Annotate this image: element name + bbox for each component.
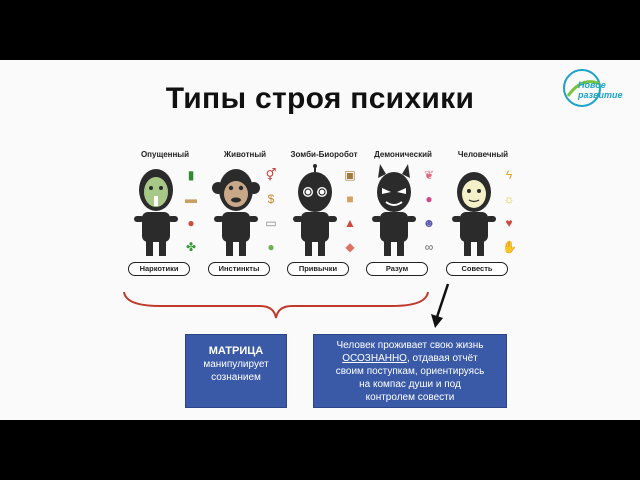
figure-icons: ❦ ● ☻ ∞ [422,168,438,264]
conscious-box: Человек проживает свою жизнь ОСОЗНАННО, … [314,335,506,407]
smoke-icon: ▬ [185,192,197,206]
conscious-line4: на компас души и под [359,379,461,390]
fire-icon: ▲ [344,216,356,230]
figure-name: Опущенный [140,150,190,159]
logo-line2: развитие [578,90,623,100]
brace-icon [123,291,429,319]
mask-icon: ☻ [422,216,436,230]
figure-icons: ▣ ■ ▲ ◆ [343,168,359,264]
conscious-emphasis: ОСОЗНАННО [342,353,407,364]
gender-icon: ⚥ [265,168,277,182]
figure-label: Наркотики [128,262,190,276]
figure-label: Разум [366,262,428,276]
logo-line1: Новое [578,80,606,90]
brain-icon: ❦ [423,168,435,182]
handcuffs-icon: ∞ [424,240,434,254]
lightning-icon: ϟ [505,168,513,182]
conscious-line3: своим поступкам, ориентируясь [335,366,485,377]
logo-icon [563,69,601,107]
heart-icon: ♥ [505,216,513,230]
conscious-line1: Человек проживает свою жизнь [336,340,484,351]
monkey-figure-icon [212,169,260,256]
figure-icons: ϟ ☼ ♥ ✋ [502,168,518,264]
figure-label: Совесть [446,262,508,276]
leaf-icon: ✤ [185,240,197,254]
logo-text: Новое развитие [578,80,638,100]
matrix-line2: манипулирует [203,359,269,370]
money-icon: $ [267,192,275,206]
degraded-figure-icon [134,169,178,256]
arrow-down-icon [431,283,450,328]
matrix-line1: МАТРИЦА [208,345,264,357]
apple-icon: ● [267,240,275,254]
sun-icon: ☼ [503,192,515,206]
pills-icon: ● [187,216,195,230]
fish-icon: ◆ [345,240,355,254]
demon-figure-icon [372,164,416,256]
slide: Типы строя психики Новое развитие Опущен… [0,60,640,420]
zombie-figure-icon [293,164,337,256]
figure-label: Привычки [287,262,349,276]
figure-name: Демонический [374,150,432,159]
conscious-line2: ОСОЗНАННО, отдавая отчёт [320,352,500,365]
figure-icons: ⚥ $ ▭ ● [264,168,280,264]
tv-icon: ▣ [344,168,356,182]
conscious-line2-rest: , отдавая отчёт [406,353,478,364]
figure-label: Инстинкты [208,262,270,276]
figure-name: Человечный [457,150,509,159]
hand-icon: ✋ [502,240,517,254]
figure-name: Зомби-Биоробот [290,150,358,159]
figure-name: Животный [223,150,267,159]
figure-icons: ▮ ▬ ● ✤ [184,168,200,264]
human-figure-icon [452,172,496,256]
lightbulb-icon: ● [425,192,433,206]
matrix-line3: сознанием [211,372,261,383]
slide-title: Типы строя психики [165,82,475,115]
conscious-line5: контролем совести [365,392,455,403]
matrix-box: МАТРИЦА манипулирует сознанием [186,335,286,407]
bag-icon: ■ [346,192,354,206]
bed-icon: ▭ [265,216,277,230]
bottle-icon: ▮ [187,168,195,182]
